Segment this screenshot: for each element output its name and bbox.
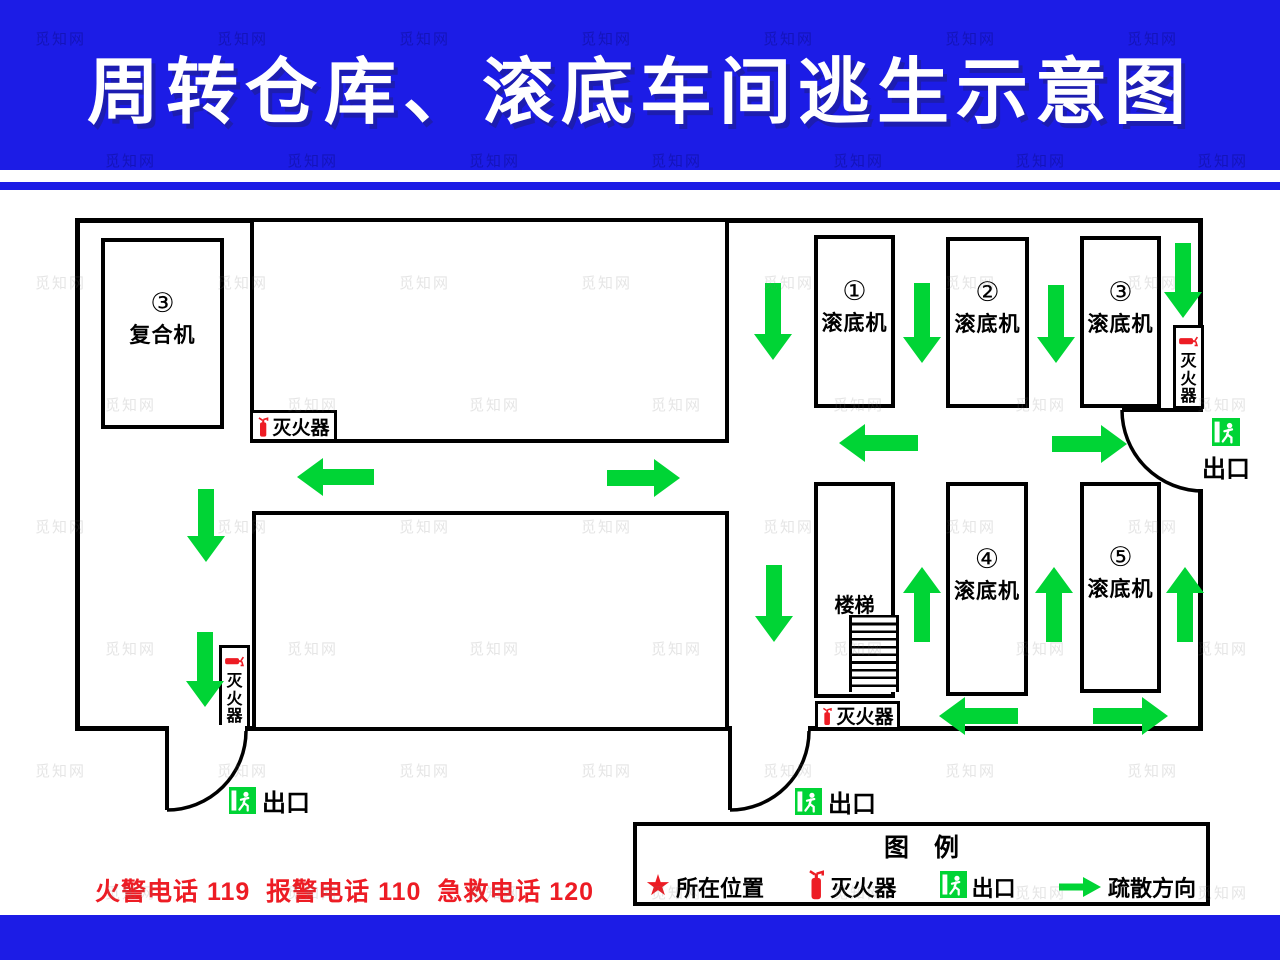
legend-title: 图 例 (883, 834, 959, 862)
footer-band (0, 915, 1280, 960)
storage-area-top (250, 218, 729, 443)
exit-running-man-icon (939, 870, 967, 898)
header-band: 周转仓库、滚底车间逃生示意图 (0, 0, 1280, 170)
direction-arrow-icon (1058, 876, 1101, 897)
exit-sign-icon (939, 870, 967, 903)
fire-extinguisher-box: 灭火器 (1173, 325, 1204, 409)
legend-item-extinguisher: 灭火器 (807, 866, 896, 907)
machine-number: ④ (974, 543, 1000, 574)
machine-roller-2: ② 滚底机 (946, 237, 1029, 408)
page-title: 周转仓库、滚底车间逃生示意图 (86, 52, 1193, 133)
machine-roller-4: ④ 滚底机 (946, 482, 1028, 696)
legend-box: 图 例 ★ 所在位置 灭火器 出口 (633, 822, 1210, 906)
fire-extinguisher-label: 灭火器 (836, 707, 894, 728)
stairs-label: 楼梯 (834, 595, 875, 617)
emergency-phone-numbers: 火警电话 119 报警电话 110 急救电话 120 (95, 878, 594, 906)
machine-label: 复合机 (129, 324, 196, 347)
fire-extinguisher-icon (258, 416, 269, 437)
legend-item-label: 灭火器 (830, 875, 897, 901)
legend-item-direction: 疏散方向 (1058, 871, 1196, 903)
machine-number: ① (842, 276, 867, 306)
fire-extinguisher-box: 灭火器 (250, 410, 337, 442)
machine-laminator: ③ 复合机 (101, 238, 224, 429)
exit-east: 出口 (1202, 418, 1250, 484)
fire-extinguisher-icon (807, 866, 825, 907)
machine-number: ③ (150, 288, 175, 318)
exit-label: 出口 (262, 790, 310, 817)
stairs-ladder (849, 615, 899, 692)
exit-label: 出口 (828, 791, 876, 818)
machine-number: ② (975, 277, 1000, 307)
stairs-box: 楼梯 (814, 482, 899, 698)
machine-label: 滚底机 (954, 313, 1021, 336)
machine-label: 滚底机 (1087, 578, 1154, 601)
exit-label: 出口 (1202, 456, 1250, 483)
exit-southwest: 出口 (229, 783, 310, 818)
legend-item-location: ★ 所在位置 (645, 871, 764, 903)
machine-roller-5: ⑤ 滚底机 (1080, 482, 1161, 693)
machine-roller-3: ③ 滚底机 (1080, 236, 1161, 408)
machine-number: ③ (1108, 276, 1133, 307)
exit-running-man-icon (795, 788, 822, 815)
exit-south: 出口 (795, 784, 876, 819)
machine-roller-1: ① 滚底机 (814, 235, 895, 408)
machine-label: 滚底机 (1087, 312, 1154, 336)
fire-extinguisher-box: 灭火器 (815, 701, 900, 730)
legend-item-label: 疏散方向 (1107, 875, 1196, 901)
legend-item-label: 出口 (971, 875, 1016, 901)
exit-running-man-icon (1212, 418, 1240, 446)
machine-label: 滚底机 (954, 579, 1020, 603)
machine-label: 滚底机 (821, 312, 888, 335)
exit-running-man-icon (229, 787, 256, 814)
fire-extinguisher-label: 灭火器 (1180, 353, 1197, 406)
fire-extinguisher-icon (823, 707, 833, 725)
legend-items: ★ 所在位置 灭火器 出口 (637, 864, 1206, 907)
fire-extinguisher-icon (809, 870, 825, 900)
fire-extinguisher-label: 灭火器 (272, 417, 330, 439)
storage-area-bottom (252, 511, 729, 731)
machine-number: ⑤ (1108, 542, 1133, 572)
fire-extinguisher-label: 灭火器 (226, 673, 243, 726)
legend-item-label: 所在位置 (676, 875, 765, 901)
legend-item-exit: 出口 (939, 870, 1016, 903)
location-star-icon: ★ (645, 870, 671, 902)
fire-extinguisher-icon (1178, 336, 1198, 347)
fire-extinguisher-icon (224, 656, 244, 667)
header-divider-stripe (0, 182, 1280, 190)
